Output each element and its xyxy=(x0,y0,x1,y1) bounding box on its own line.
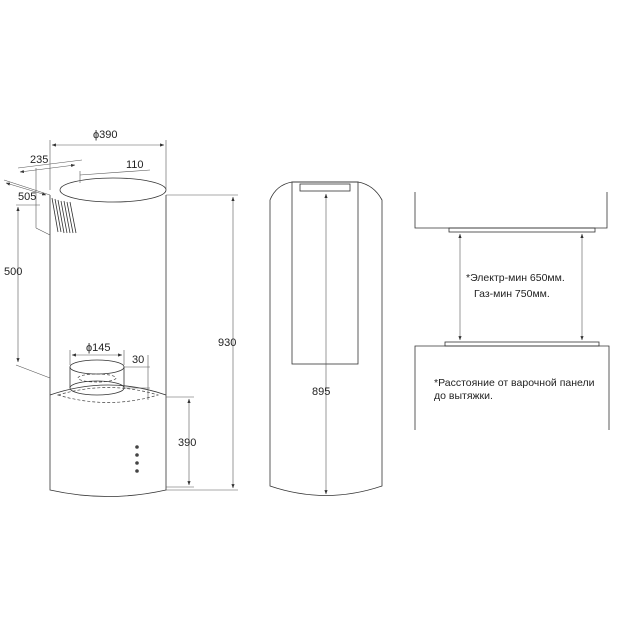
dim-895: 895 xyxy=(312,193,330,495)
control-button-indicator xyxy=(135,461,139,465)
countertop xyxy=(414,345,610,430)
side-body-outline xyxy=(269,181,383,496)
distance-caption-line1: *Расстояние от варочной панели xyxy=(434,377,595,389)
dim-30-label: 30 xyxy=(132,354,144,366)
dim-235-label: 235 xyxy=(30,154,48,166)
dim-outlet-diameter-label: ϕ145 xyxy=(86,342,111,354)
side-panel xyxy=(291,181,359,365)
side-view: 895 xyxy=(269,181,383,496)
control-buttons xyxy=(135,445,139,473)
dim-390-lower: 390 xyxy=(166,396,196,488)
top-opening-ellipse xyxy=(59,177,167,203)
outlet-pipe xyxy=(69,359,125,396)
hood-bottom-plate xyxy=(448,227,596,233)
dim-505: 505 xyxy=(3,179,51,203)
dim-outlet-diameter: ϕ145 xyxy=(69,342,125,365)
dim-500: 500 xyxy=(4,204,51,379)
side-panel-slot xyxy=(299,183,351,192)
lower-section-line xyxy=(49,384,167,396)
dim-930-label: 930 xyxy=(218,337,236,349)
dim-390-lower-label: 390 xyxy=(178,437,196,449)
dim-top-diameter-label: ϕ390 xyxy=(93,129,118,141)
front-view: ϕ390 235 110 505 500 xyxy=(3,129,238,497)
upper-cabinet xyxy=(414,192,608,229)
dim-930: 930 xyxy=(166,194,238,491)
dim-110: 110 xyxy=(79,159,151,183)
hob-plate xyxy=(444,341,600,347)
dim-110-label: 110 xyxy=(126,159,144,171)
control-button-indicator xyxy=(135,469,139,473)
inner-wall-hatch xyxy=(51,197,77,234)
filter-dashed-outline xyxy=(56,387,160,403)
distance-note-electric: *Электр-мин 650мм. xyxy=(466,272,565,284)
install-view: *Электр-мин 650мм. Газ-мин 750мм. *Расст… xyxy=(414,192,610,430)
control-button-indicator xyxy=(135,445,139,449)
dim-895-label: 895 xyxy=(312,386,330,398)
control-button-indicator xyxy=(135,453,139,457)
dim-505-label: 505 xyxy=(18,191,36,203)
distance-note-gas: Газ-мин 750мм. xyxy=(474,288,550,300)
front-body-outline xyxy=(49,195,167,497)
dim-30: 30 xyxy=(124,354,150,400)
distance-caption-line2: до вытяжки. xyxy=(434,390,493,402)
dim-235: 235 xyxy=(17,154,83,174)
perspective-wall xyxy=(35,168,51,236)
dim-500-label: 500 xyxy=(4,266,22,278)
